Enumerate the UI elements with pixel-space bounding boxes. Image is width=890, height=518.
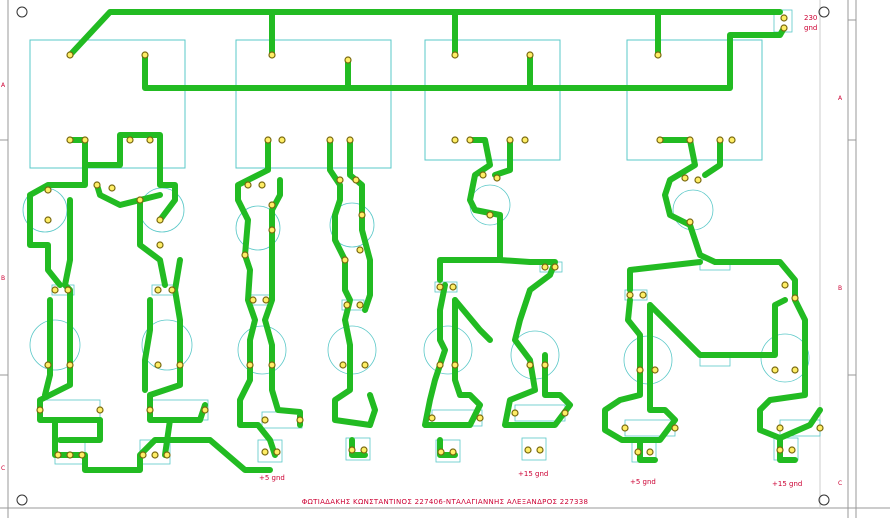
mains-gnd-label: gnd xyxy=(804,24,818,32)
frame-row-mark-c-right: C xyxy=(838,480,843,487)
copper-traces xyxy=(27,9,823,473)
output-label-1: +5 gnd xyxy=(259,474,285,482)
frame-row-mark-b-right: B xyxy=(838,285,843,292)
mains-label: 230 xyxy=(804,14,818,22)
title-block: ΦΩΤΙΑΔΑΚΗΣ ΚΩΝΣΤΑΝΤΙΝΟΣ 227406-ΝΤΑΛΑΓΙΑΝ… xyxy=(301,498,589,506)
mounting-holes xyxy=(16,6,830,506)
output-label-4: +15 gnd xyxy=(772,480,803,488)
frame-row-mark-b-left: B xyxy=(1,275,6,282)
solder-pads xyxy=(36,14,824,459)
frame-row-mark-a-left: A xyxy=(1,82,6,89)
frame-row-mark-c-left: C xyxy=(1,465,6,472)
output-label-2: +15 gnd xyxy=(518,470,549,478)
frame-row-mark-a-right: A xyxy=(838,95,843,102)
output-label-3: +5 gnd xyxy=(630,478,656,486)
transformer-outlines xyxy=(29,39,763,169)
